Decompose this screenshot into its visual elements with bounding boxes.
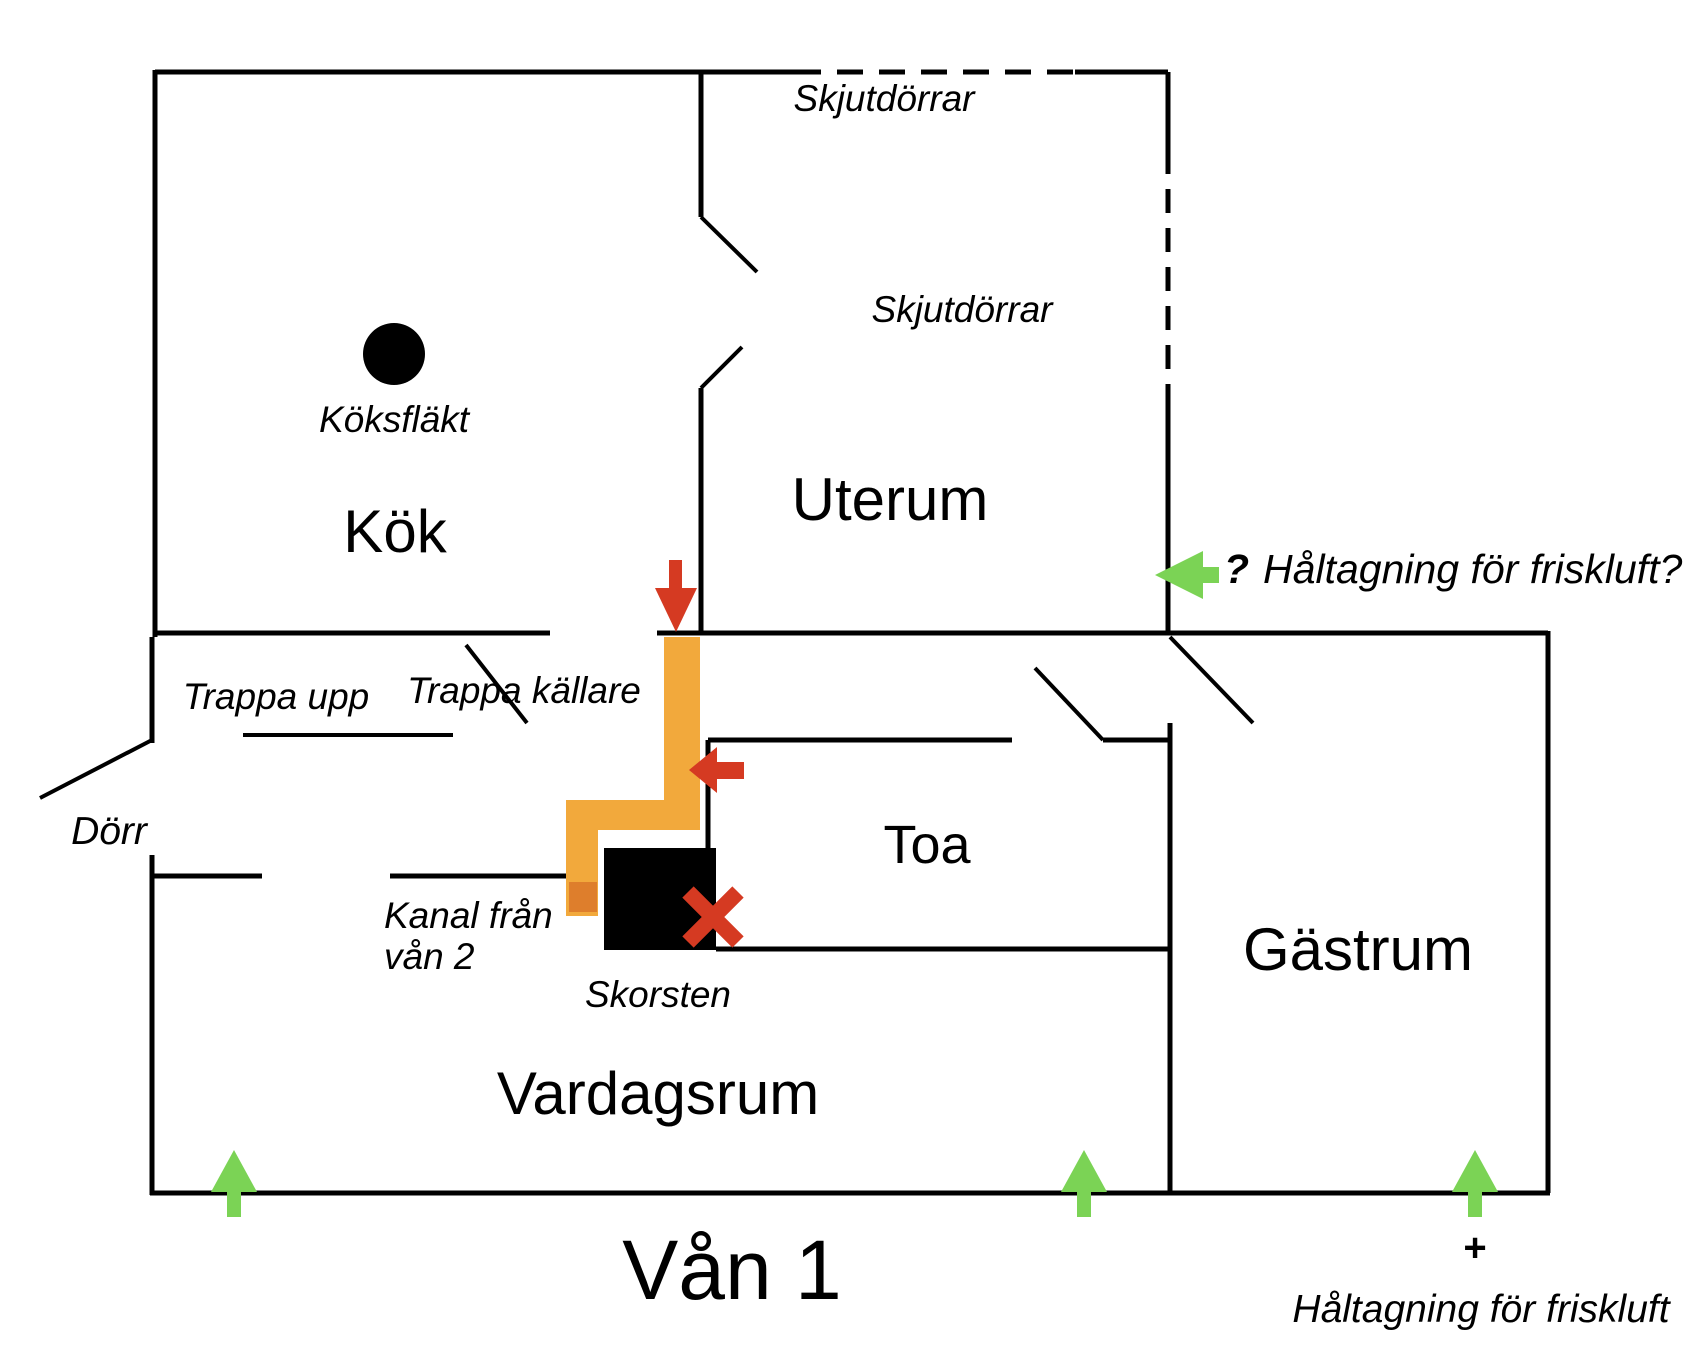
duct-vertical-segment — [664, 637, 700, 830]
note-fresh-air-bottom: Håltagning för friskluft — [1292, 1288, 1670, 1331]
label-door: Dörr — [71, 810, 147, 853]
green-arrow-left-stem — [1203, 567, 1219, 583]
stair-basement-diagonal — [464, 643, 529, 725]
red-arrow-left-head — [689, 747, 717, 793]
red-arrow-left-stem — [714, 762, 744, 779]
green-arrow-up-3-head — [1452, 1150, 1498, 1192]
duct-from-floor2 — [566, 637, 700, 916]
label-duct-line2: vån 2 — [384, 935, 475, 977]
question-mark: ? — [1224, 546, 1250, 592]
note-fresh-air-question: ? Håltagning för friskluft? — [1224, 549, 1682, 590]
label-sliding-doors-right: Skjutdörrar — [871, 289, 1053, 330]
door-swing-entrance-icon — [39, 738, 153, 800]
room-label-kok: Kök — [343, 498, 447, 565]
red-annotations — [655, 560, 744, 948]
green-arrow-up-2-stem — [1077, 1190, 1091, 1217]
kitchen-fan-dot-icon — [363, 323, 425, 385]
green-arrow-up-3-icon — [1452, 1150, 1498, 1217]
red-arrow-down-stem — [669, 560, 682, 590]
green-arrow-up-1-stem — [227, 1190, 241, 1217]
floor-title: Vån 1 — [622, 1223, 842, 1317]
door-swing-toa-icon — [1033, 666, 1105, 742]
duct-inlet-square — [569, 882, 597, 912]
room-label-vardagsrum: Vardagsrum — [496, 1060, 820, 1127]
label-chimney: Skorsten — [584, 974, 732, 1015]
green-arrow-left-icon — [1155, 551, 1219, 599]
green-arrow-up-2-icon — [1061, 1150, 1107, 1217]
green-arrow-up-2-head — [1061, 1150, 1107, 1192]
green-annotations — [211, 551, 1498, 1217]
red-x-mark-icon — [682, 886, 744, 948]
label-duct-line1: Kanal från — [384, 895, 553, 936]
label-sliding-doors-top: Skjutdörrar — [793, 78, 975, 119]
green-arrow-left-head — [1155, 551, 1203, 599]
red-arrow-left-icon — [689, 747, 744, 793]
plus-mark: + — [1463, 1226, 1487, 1270]
label-kitchen-fan: Köksfläkt — [318, 399, 470, 440]
label-stairs-up: Trappa upp — [182, 676, 370, 717]
room-label-toa: Toa — [883, 815, 971, 875]
room-label-gastrum: Gästrum — [1242, 916, 1474, 983]
green-arrow-up-1-icon — [211, 1150, 257, 1217]
note-fresh-air-question-text: Håltagning för friskluft? — [1263, 546, 1683, 592]
door-swing-gastrum-icon — [1168, 635, 1255, 725]
door-swing-uterum-lower-icon — [699, 345, 744, 390]
red-arrow-down-icon — [655, 560, 697, 632]
walls — [39, 69, 1551, 1196]
green-arrow-up-1-head — [211, 1150, 257, 1192]
room-label-uterum: Uterum — [791, 466, 989, 533]
green-arrow-up-3-stem — [1468, 1190, 1482, 1217]
label-stairs-basement: Trappa källare — [407, 670, 641, 711]
red-arrow-down-head — [655, 588, 697, 632]
door-swing-uterum-upper-icon — [699, 215, 759, 274]
label-duct-from-floor2: Kanal från vån 2 — [384, 895, 553, 977]
